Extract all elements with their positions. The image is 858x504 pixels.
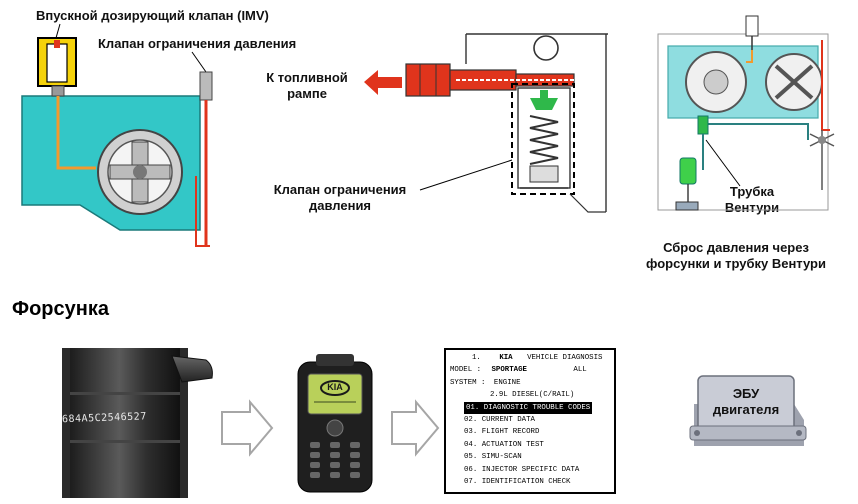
scan-menu-item-4[interactable]: 04. ACTUATION TEST — [450, 439, 610, 451]
imv-valve-tip — [54, 40, 60, 48]
scan-model-all: ALL — [573, 366, 587, 375]
pump-rotor-center — [133, 165, 147, 179]
scan-menu-item-3-label: 03. FLIGHT RECORD — [464, 428, 540, 437]
venturi-rotor-left-inner — [703, 69, 729, 95]
scan-menu-item-2-label: 02. CURRENT DATA — [464, 415, 535, 424]
ecu-bolt-left — [694, 430, 700, 436]
scan-menu-item-4-label: 04. ACTUATION TEST — [464, 440, 544, 449]
arrow-injector-to-scanner — [221, 399, 274, 457]
injector-ring1 — [70, 392, 180, 395]
release-label: Сброс давления через форсунки и трубку В… — [620, 240, 852, 272]
injector-ring2 — [70, 440, 180, 443]
pressure-valve-label-top: Клапан ограничения давления — [98, 36, 297, 51]
imv-label: Впускной дозирующий клапан (IMV) — [36, 8, 269, 23]
scan-menu-item-6[interactable]: 06. INJECTOR SPECIFIC DATA — [450, 464, 610, 476]
scan-engine-spec: 2.9L DIESEL(C/RAIL) — [490, 391, 575, 400]
to-rail-label-line2: рампе — [287, 86, 327, 101]
ecu-label-line2: двигателя — [712, 402, 780, 417]
venturi-rotor-right-spoke2 — [774, 64, 814, 100]
scan-menu-item-5[interactable]: 05. SIMU-SCAN — [450, 451, 610, 463]
scan-title-num: 1. — [472, 354, 481, 362]
scan-model-value: SPORTAGE — [491, 366, 527, 375]
scanner-keypad — [310, 442, 360, 478]
rail-frame-bottom — [569, 193, 606, 213]
to-rail-label: К топливной рампе — [262, 70, 352, 102]
to-rail-arrow — [364, 70, 402, 95]
scanner-antenna — [316, 354, 354, 366]
rail-round-port — [533, 35, 559, 61]
imv-fuel-line — [56, 96, 96, 170]
pressure-valve-mid-line1: Клапан ограничения — [273, 182, 407, 197]
scan-menu-item-5-label: 05. SIMU-SCAN — [464, 453, 522, 462]
injector-body — [70, 348, 180, 498]
imv-leader-line — [55, 23, 61, 39]
pressure-valve-leader-line — [191, 51, 207, 73]
scan-title-text: VEHICLE DIAGNOSIS — [527, 354, 603, 362]
scan-menu-item-1-label: 01. DIAGNOSTIC TROUBLE CODES — [464, 401, 593, 414]
rail-valve-nut — [405, 63, 451, 97]
valve-dashed-frame — [511, 83, 575, 195]
scanner-logo-oval — [320, 380, 350, 396]
to-rail-label-line1: К топливной — [266, 70, 348, 85]
ecu-label: ЭБУ двигателя — [700, 386, 792, 418]
scan-menu-item-6-label: 06. INJECTOR SPECIFIC DATA — [464, 465, 580, 474]
ecu-label-line1: ЭБУ — [732, 386, 760, 401]
scan-menu-item-2[interactable]: 02. CURRENT DATA — [450, 414, 610, 426]
venturi-label: Трубка Вентури — [712, 184, 792, 216]
venturi-label-line1: Трубка — [729, 184, 775, 199]
venturi-tank — [675, 201, 699, 211]
valve-leader-line — [419, 159, 513, 191]
scan-model-label: MODEL : — [450, 366, 482, 375]
return-line — [195, 176, 210, 247]
release-label-line2: форсунки и трубку Вентури — [645, 256, 826, 271]
scanner-dpad — [326, 419, 344, 437]
scan-menu-item-7[interactable]: 07. IDENTIFICATION CHECK — [450, 476, 610, 488]
section-title-injector: Форсунка — [12, 298, 109, 320]
venturi-orange-line — [746, 50, 753, 63]
valve-spring — [529, 115, 559, 165]
venturi-label-line2: Вентури — [724, 200, 780, 215]
valve-green-tip — [540, 90, 548, 98]
arrow-scanner-to-screen — [391, 399, 440, 457]
valve-green-seat — [530, 98, 558, 110]
pressure-valve-label-mid: Клапан ограничения давления — [262, 182, 418, 214]
scan-model-row: MODEL : SPORTAGE ALL — [450, 364, 610, 376]
scan-menu-item-1[interactable]: 01. DIAGNOSTIC TROUBLE CODES — [450, 401, 610, 414]
scan-system-label: SYSTEM : — [450, 378, 486, 387]
scan-title-brand: KIA — [499, 354, 513, 362]
venturi-injector-hub — [818, 136, 826, 144]
pressure-valve-mid-line2: давления — [308, 198, 372, 213]
scan-engine-row: 2.9L DIESEL(C/RAIL) — [450, 389, 610, 401]
scan-title-row: 1. KIA VEHICLE DIAGNOSIS — [450, 352, 610, 364]
venturi-frame — [657, 33, 829, 211]
scanner-brand-logo: KIA — [327, 382, 343, 392]
scan-system-row: SYSTEM : ENGINE — [450, 377, 610, 389]
injector-nozzle — [171, 355, 213, 383]
valve-bottom-cap — [529, 165, 559, 183]
scan-menu-item-3[interactable]: 03. FLIGHT RECORD — [450, 426, 610, 438]
scan-system-value: ENGINE — [493, 378, 521, 387]
ecu-flange — [689, 425, 807, 441]
venturi-leader-line — [705, 139, 741, 187]
release-label-line1: Сброс давления через — [663, 240, 809, 255]
scanner-menu-screen: 1. KIA VEHICLE DIAGNOSIS MODEL : SPORTAG… — [444, 348, 616, 494]
ecu-bolt-right — [796, 430, 802, 436]
scan-menu-item-7-label: 07. IDENTIFICATION CHECK — [464, 477, 571, 486]
